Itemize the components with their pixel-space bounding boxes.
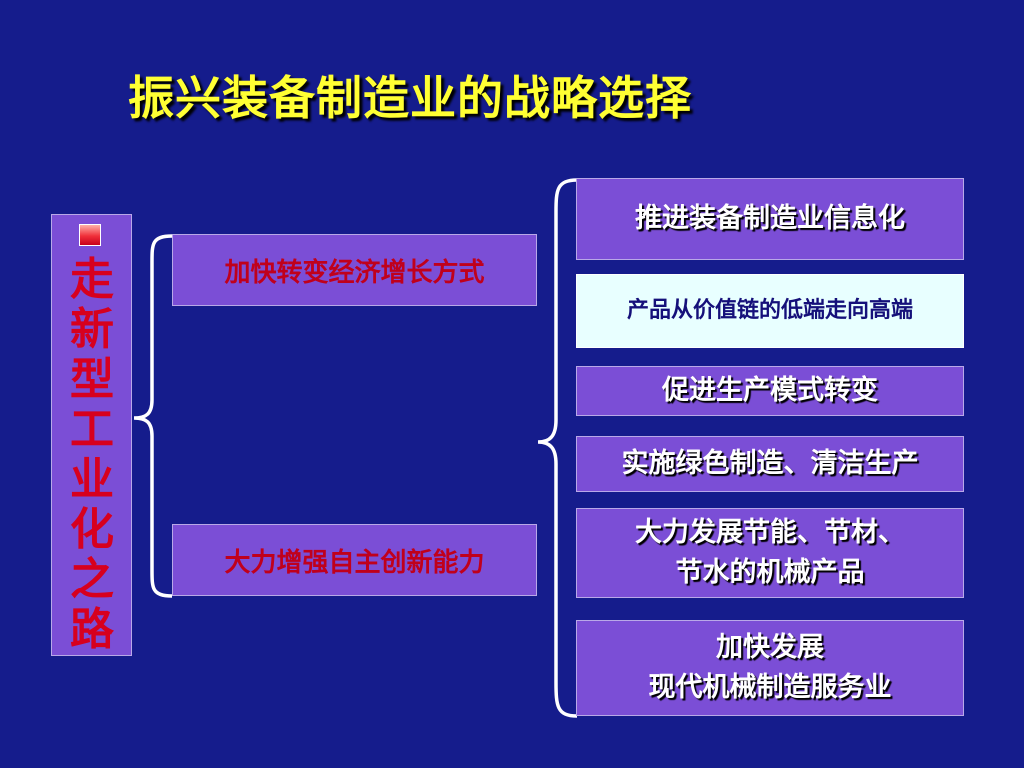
right-brace bbox=[537, 178, 578, 718]
right-box-6: 加快发展 现代机械制造服务业 bbox=[576, 620, 964, 716]
left-vertical-label: 走新型工业化之路 bbox=[70, 254, 114, 655]
right-box-2-highlight: 产品从价值链的低端走向高端 bbox=[576, 274, 964, 348]
middle-box-1: 加快转变经济增长方式 bbox=[172, 234, 537, 306]
left-vertical-box: 走新型工业化之路 bbox=[51, 214, 132, 656]
left-brace bbox=[133, 234, 173, 598]
right-box-5: 大力发展节能、节材、 节水的机械产品 bbox=[576, 508, 964, 598]
slide-title: 振兴装备制造业的战略选择 bbox=[128, 71, 692, 125]
right-box-4: 实施绿色制造、清洁生产 bbox=[576, 436, 964, 492]
right-box-1: 推进装备制造业信息化 bbox=[576, 178, 964, 260]
right-box-3: 促进生产模式转变 bbox=[576, 366, 964, 416]
middle-box-2: 大力增强自主创新能力 bbox=[172, 524, 537, 596]
bullet-square-icon bbox=[79, 224, 101, 246]
